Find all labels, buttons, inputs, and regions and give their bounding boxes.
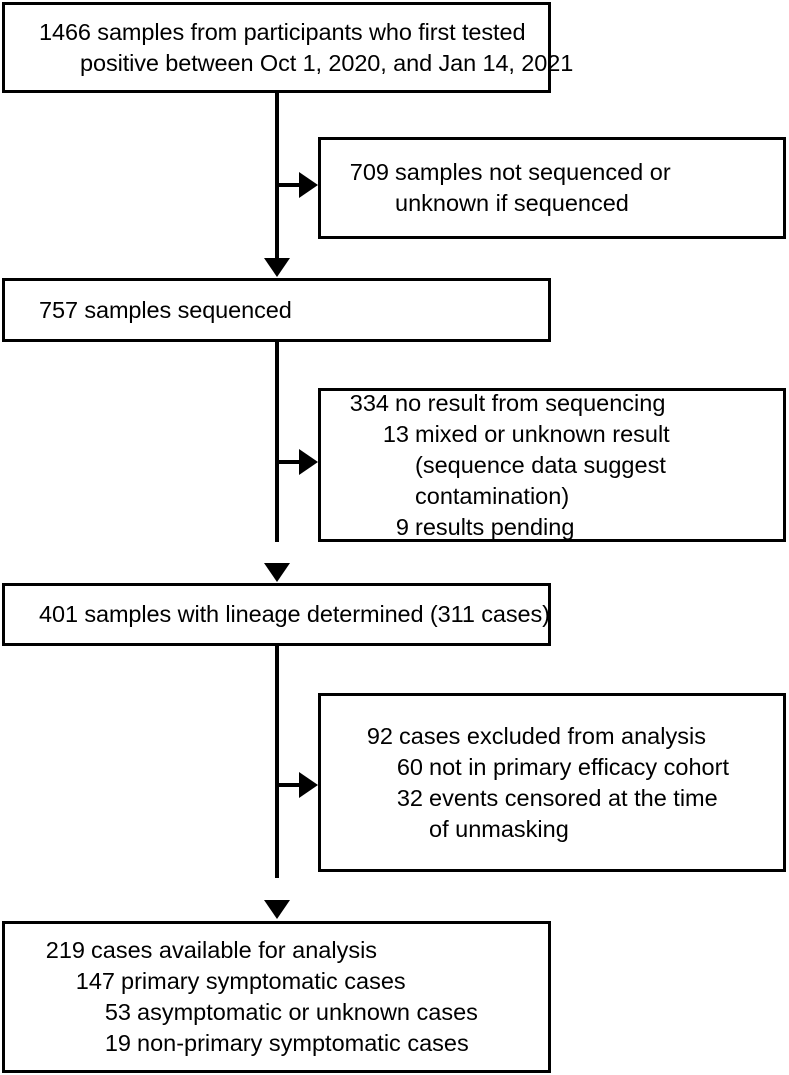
arrowhead-down-to-lineage bbox=[264, 563, 290, 582]
enrolled-line-1: 1466 samples from participants who first… bbox=[39, 18, 526, 45]
connector-sequenced-to-lineage bbox=[275, 342, 279, 542]
no-result-row: 334 no result from sequencing bbox=[343, 388, 771, 419]
non-primary-symptomatic-row: 19 non-primary symptomatic cases bbox=[39, 1028, 534, 1059]
censored-label: events censored at the time of unmasking bbox=[429, 784, 725, 842]
connector-to-no-result bbox=[275, 460, 305, 464]
mixed-result-label: mixed or unknown result (sequence data s… bbox=[415, 420, 677, 509]
connector-lineage-to-analysis bbox=[275, 646, 279, 878]
not-sequenced-count: 709 bbox=[349, 159, 389, 185]
excluded-total-count: 92 bbox=[366, 722, 393, 749]
no-result-box: 334 no result from sequencing 13 mixed o… bbox=[318, 388, 786, 542]
not-in-cohort-row: 60 not in primary efficacy cohort bbox=[343, 752, 771, 783]
results-pending-row: 9 results pending bbox=[343, 512, 771, 543]
enrolled-samples-box: 1466 samples from participants who first… bbox=[2, 2, 574, 93]
censored-row: 32 events censored at the time of unmask… bbox=[343, 783, 771, 845]
non-primary-symptomatic-count: 19 bbox=[104, 1030, 131, 1056]
connector-enrolled-to-sequenced bbox=[275, 93, 279, 263]
arrowhead-right-to-no-result bbox=[299, 449, 318, 475]
results-pending-label: results pending bbox=[415, 513, 575, 540]
results-pending-count: 9 bbox=[395, 513, 409, 540]
asymptomatic-label: asymptomatic or unknown cases bbox=[137, 999, 478, 1025]
excluded-total-label: cases excluded from analysis bbox=[399, 722, 706, 749]
cases-excluded-box: 92 cases excluded from analysis 60 not i… bbox=[318, 693, 786, 872]
lineage-determined-box: 401 samples with lineage determined (311… bbox=[2, 583, 551, 646]
no-result-label: no result from sequencing bbox=[395, 389, 666, 416]
asymptomatic-row: 53 asymptomatic or unknown cases bbox=[39, 997, 534, 1028]
primary-symptomatic-label: primary symptomatic cases bbox=[121, 968, 406, 994]
mixed-result-count: 13 bbox=[382, 420, 409, 447]
connector-to-excluded bbox=[275, 783, 305, 787]
non-primary-symptomatic-label: non-primary symptomatic cases bbox=[137, 1030, 469, 1056]
available-total-count: 219 bbox=[45, 937, 85, 963]
enrolled-samples-text: 1466 samples from participants who first… bbox=[39, 17, 574, 79]
lineage-determined-label: 401 samples with lineage determined (311… bbox=[39, 601, 550, 627]
primary-symptomatic-count: 147 bbox=[75, 968, 115, 994]
primary-symptomatic-row: 147 primary symptomatic cases bbox=[39, 966, 534, 997]
not-in-cohort-label: not in primary efficacy cohort bbox=[429, 753, 729, 780]
connector-to-not-sequenced bbox=[275, 183, 305, 187]
arrowhead-down-to-analysis bbox=[264, 900, 290, 919]
not-sequenced-label: samples not sequenced or unknown if sequ… bbox=[395, 159, 678, 216]
mixed-result-row: 13 mixed or unknown result (sequence dat… bbox=[343, 419, 771, 512]
available-total-label: cases available for analysis bbox=[91, 937, 378, 963]
arrowhead-right-to-excluded bbox=[299, 772, 318, 798]
excluded-total-row: 92 cases excluded from analysis bbox=[343, 721, 771, 752]
sequenced-label: 757 samples sequenced bbox=[39, 296, 292, 323]
enrolled-line-2: positive between Oct 1, 2020, and Jan 14… bbox=[80, 49, 574, 76]
not-in-cohort-count: 60 bbox=[396, 753, 423, 780]
censored-count: 32 bbox=[396, 784, 423, 811]
not-sequenced-row: 709 samples not sequenced or unknown if … bbox=[343, 157, 771, 219]
no-result-count: 334 bbox=[349, 389, 389, 416]
sequenced-box: 757 samples sequenced bbox=[2, 278, 551, 342]
not-sequenced-box: 709 samples not sequenced or unknown if … bbox=[318, 137, 786, 239]
arrowhead-right-to-not-sequenced bbox=[299, 172, 318, 198]
available-total-row: 219 cases available for analysis bbox=[39, 935, 534, 966]
cases-available-box: 219 cases available for analysis 147 pri… bbox=[2, 921, 551, 1073]
asymptomatic-count: 53 bbox=[104, 999, 131, 1025]
arrowhead-down-to-sequenced bbox=[264, 258, 290, 277]
